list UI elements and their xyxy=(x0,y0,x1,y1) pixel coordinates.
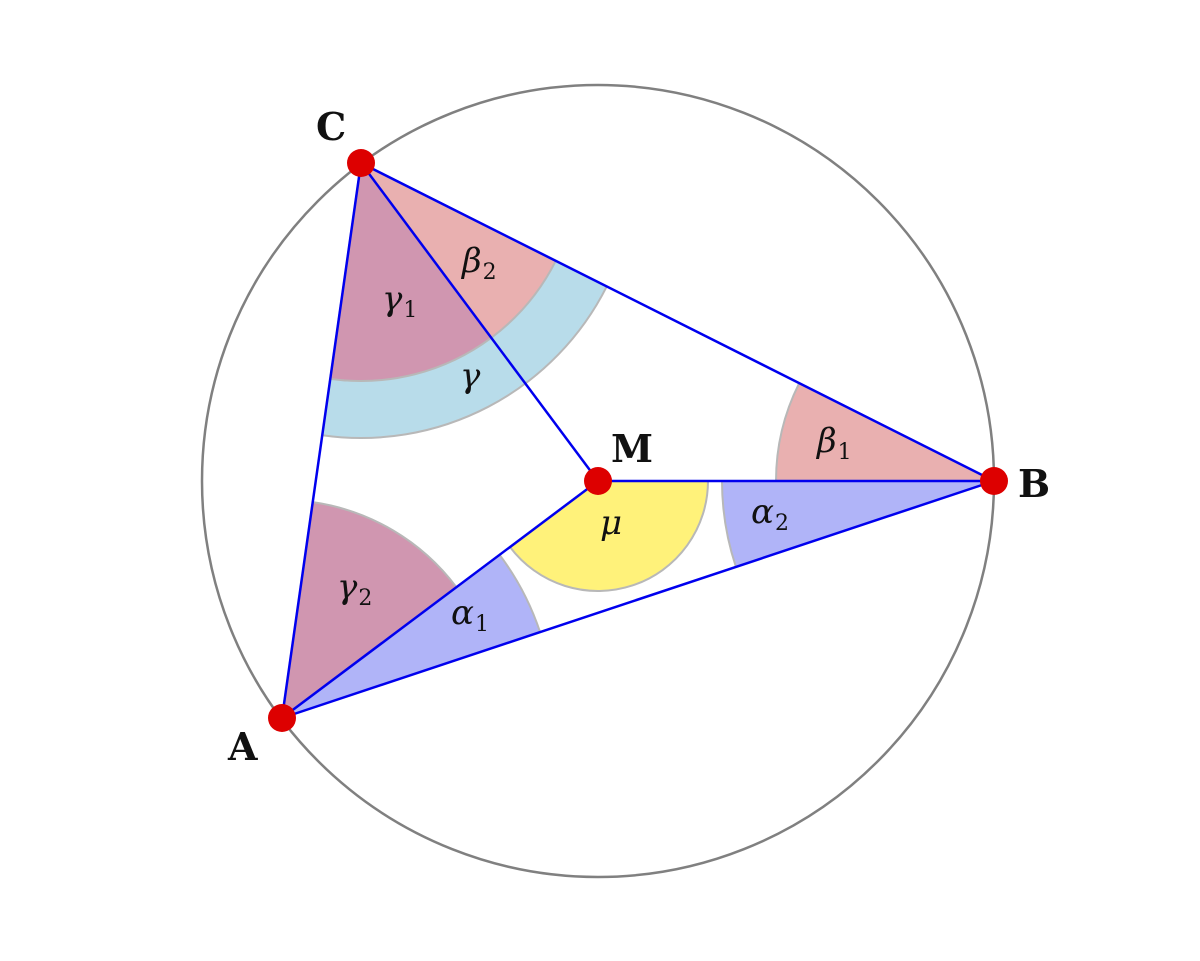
angle-gamma1-sector xyxy=(329,160,493,382)
angle-gamma2-label: γ2 xyxy=(337,567,372,611)
angle-mu-sector xyxy=(508,480,710,592)
angle-beta2-label: β2 xyxy=(460,241,497,285)
radius-MC xyxy=(359,162,600,482)
angle-gamma2-sector xyxy=(280,501,458,721)
angle-gamma-label: γ xyxy=(460,356,481,396)
point-B[interactable] xyxy=(980,467,1008,495)
side-BC xyxy=(360,161,995,483)
angle-beta1-sector xyxy=(774,381,995,482)
point-C-label: C xyxy=(316,104,346,149)
side-AB xyxy=(281,479,995,720)
point-B-label: B xyxy=(1018,461,1050,506)
point-A[interactable] xyxy=(268,704,296,732)
angle-beta2-sector xyxy=(360,162,558,340)
radius-MA xyxy=(281,480,599,719)
angle-mu-label: μ xyxy=(600,503,622,543)
angle-beta1-label: β1 xyxy=(815,421,852,465)
point-M[interactable] xyxy=(584,467,612,495)
side-CA xyxy=(280,162,363,719)
angle-gamma1-label: γ1 xyxy=(382,279,417,323)
point-M-label: M xyxy=(611,426,653,471)
point-A-label: A xyxy=(227,724,258,769)
point-C[interactable] xyxy=(347,149,375,177)
angle-alpha1-label: α1 xyxy=(451,593,489,637)
angle-alpha2-label: α2 xyxy=(751,492,789,536)
